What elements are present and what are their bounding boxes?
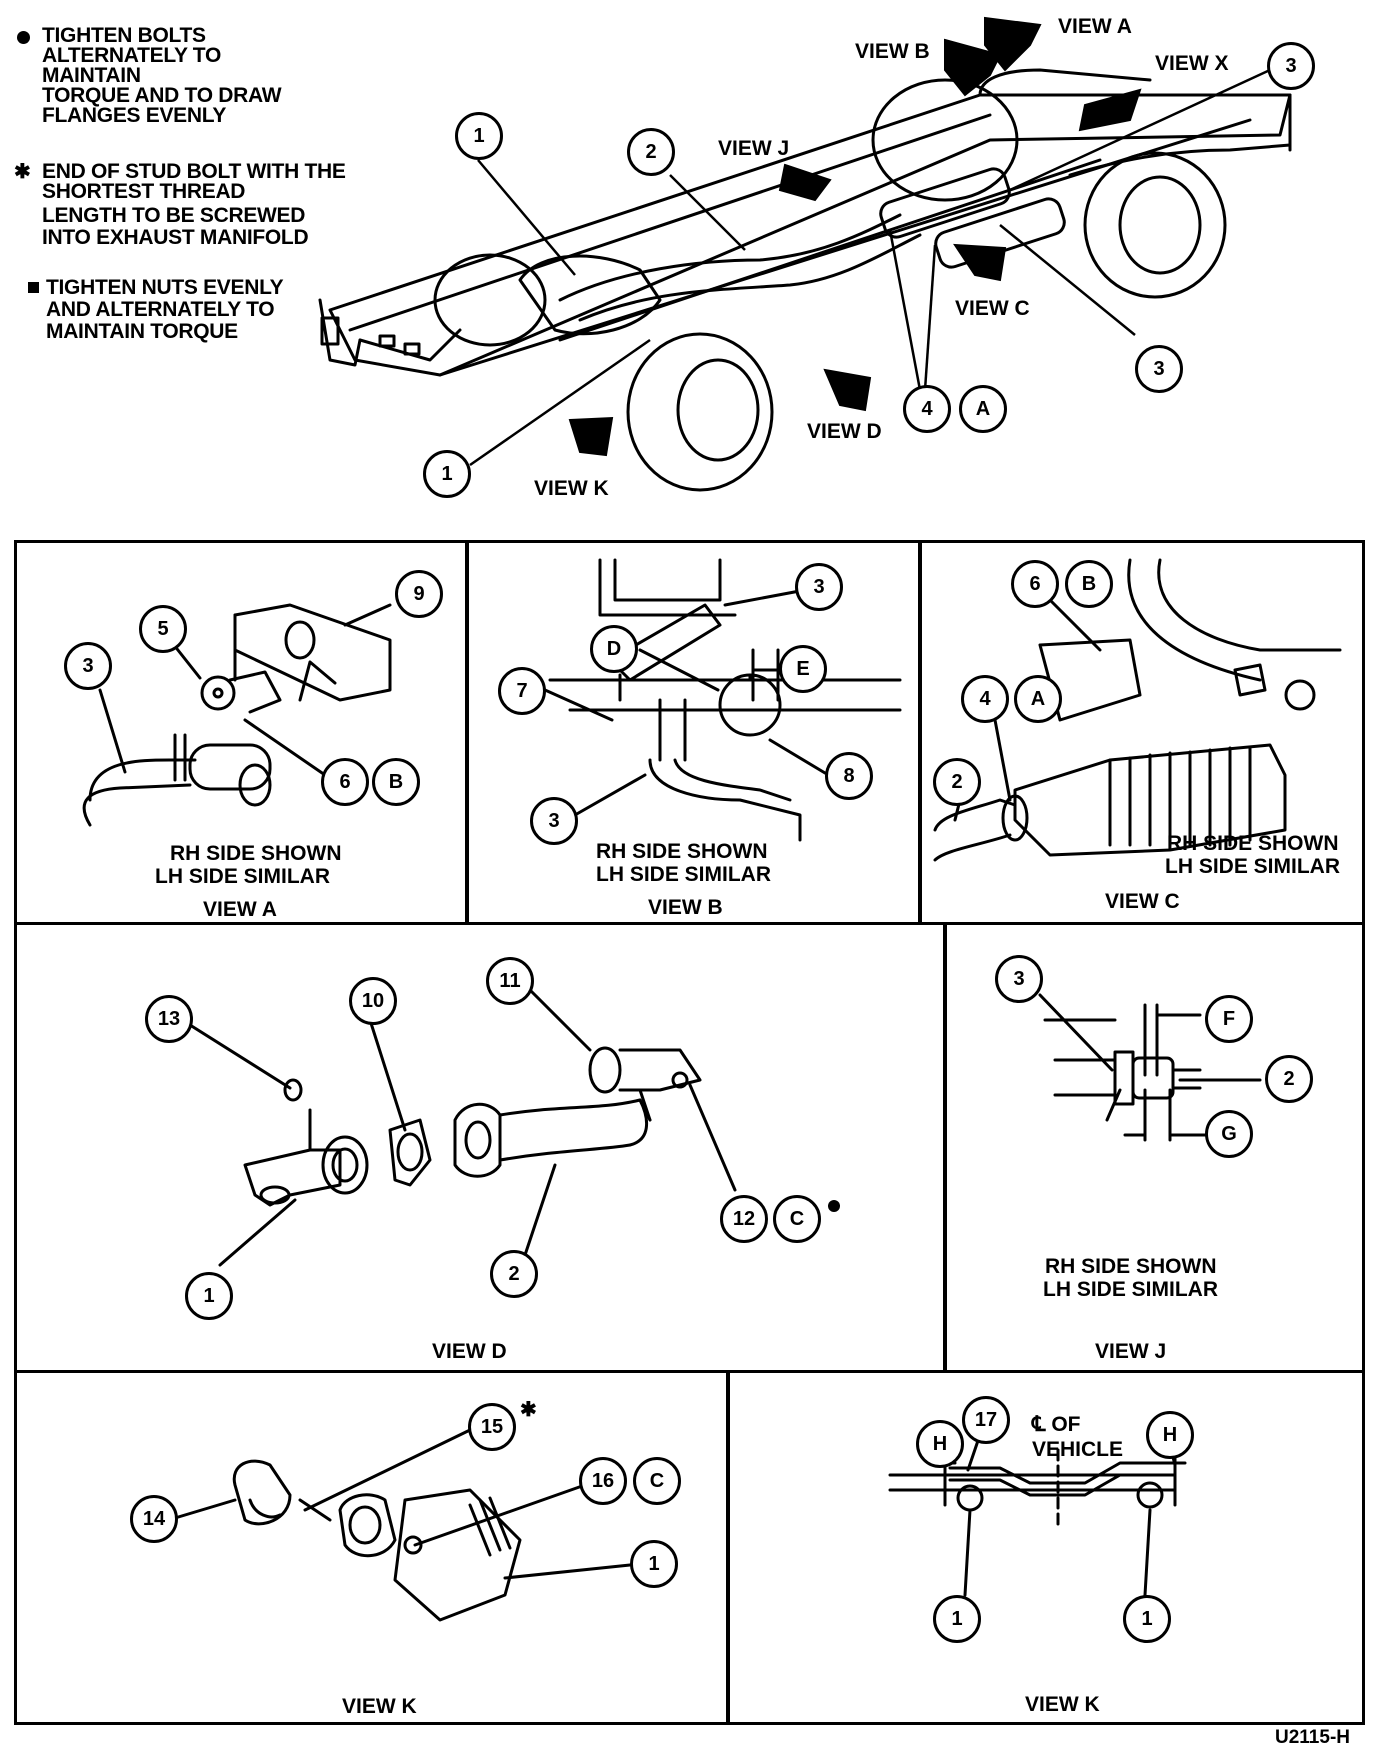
- note-3-line-1: TIGHTEN NUTS EVENLY: [46, 276, 284, 299]
- view-a-caption-line-1: RH SIDE SHOWN: [170, 842, 342, 865]
- view-c-caption-line-2: LH SIDE SIMILAR: [1165, 855, 1341, 878]
- view-k-right-callout-17: 17: [962, 1396, 1010, 1444]
- overview-view-x-label: VIEW X: [1155, 52, 1229, 75]
- view-k-left-title: VIEW K: [342, 1695, 417, 1718]
- note-2-line-4: INTO EXHAUST MANIFOLD: [42, 226, 309, 249]
- view-k-right-centerline-line-2: VEHICLE: [1032, 1438, 1124, 1461]
- view-d-callout-c: C: [773, 1195, 821, 1243]
- view-j-callout-f: F: [1205, 995, 1253, 1043]
- view-b-callout-3-top: 3: [795, 563, 843, 611]
- overview-callout-4: 4: [903, 385, 951, 433]
- view-k-left-callout-1: 1: [630, 1540, 678, 1588]
- view-b-callout-e: E: [779, 645, 827, 693]
- bullet-dot-icon: [17, 31, 30, 44]
- note-1-line-1: TIGHTEN BOLTS: [42, 24, 206, 47]
- view-c-callout-a: A: [1014, 675, 1062, 723]
- view-k-left-callout-14: 14: [130, 1495, 178, 1543]
- asterisk-icon: ✱: [14, 161, 31, 183]
- overview-callout-1-bottom: 1: [423, 450, 471, 498]
- view-a-callout-9: 9: [395, 570, 443, 618]
- note-3-line-3: MAINTAIN TORQUE: [46, 320, 238, 343]
- view-k-left-callout-16: 16: [579, 1457, 627, 1505]
- overview-view-k-label: VIEW K: [534, 477, 609, 500]
- view-d-title: VIEW D: [432, 1340, 507, 1363]
- panel-view-k-left: [14, 1370, 729, 1725]
- view-j-caption-line-2: LH SIDE SIMILAR: [1043, 1278, 1219, 1301]
- view-c-callout-b: B: [1065, 560, 1113, 608]
- chassis-overview-drawing: [318, 16, 1292, 492]
- view-k-right-callout-h-left: H: [916, 1420, 964, 1468]
- bullet-square-icon: [28, 282, 39, 293]
- view-c-callout-6: 6: [1011, 560, 1059, 608]
- view-a-title: VIEW A: [203, 898, 277, 921]
- view-a-callout-3: 3: [64, 642, 112, 690]
- view-c-callout-4: 4: [961, 675, 1009, 723]
- overview-view-a-label: VIEW A: [1058, 15, 1132, 38]
- view-j-title: VIEW J: [1095, 1340, 1167, 1363]
- view-d-callout-13: 13: [145, 995, 193, 1043]
- view-j-caption-line-1: RH SIDE SHOWN: [1045, 1255, 1217, 1278]
- view-c-callout-2: 2: [933, 758, 981, 806]
- overview-callout-2: 2: [627, 128, 675, 176]
- note-1-line-2: ALTERNATELY TO: [42, 44, 221, 67]
- overview-view-j-label: VIEW J: [718, 137, 790, 160]
- view-j-callout-g: G: [1205, 1110, 1253, 1158]
- view-c-caption-line-1: RH SIDE SHOWN: [1167, 832, 1339, 855]
- view-d-callout-10: 10: [349, 977, 397, 1025]
- view-a-callout-6: 6: [321, 758, 369, 806]
- view-b-callout-8: 8: [825, 752, 873, 800]
- note-2-line-2: SHORTEST THREAD: [42, 180, 246, 203]
- view-d-callout-12: 12: [720, 1195, 768, 1243]
- note-1-line-4: TORQUE AND TO DRAW: [42, 84, 282, 107]
- view-k-right-callout-1-left: 1: [933, 1595, 981, 1643]
- panel-view-d: [14, 922, 946, 1373]
- note-1-line-5: FLANGES EVENLY: [42, 104, 227, 127]
- note-2-line-3: LENGTH TO BE SCREWED: [42, 204, 306, 227]
- view-b-callout-d: D: [590, 625, 638, 673]
- view-k-right-centerline-line-1: ℄ OF: [1032, 1413, 1081, 1436]
- view-k-left-callout-c: C: [633, 1457, 681, 1505]
- view-k-right-callout-h-right: H: [1146, 1411, 1194, 1459]
- view-k-left-callout-15: 15: [468, 1403, 516, 1451]
- overview-view-d-label: VIEW D: [807, 420, 882, 443]
- panel-view-k-right: [727, 1370, 1365, 1725]
- overview-view-b-label: VIEW B: [855, 40, 930, 63]
- view-b-caption-line-1: RH SIDE SHOWN: [596, 840, 768, 863]
- overview-callout-3-top: 3: [1267, 42, 1315, 90]
- view-b-callout-7: 7: [498, 667, 546, 715]
- view-d-callout-2: 2: [490, 1250, 538, 1298]
- view-j-callout-2: 2: [1265, 1055, 1313, 1103]
- overview-callout-1-top: 1: [455, 112, 503, 160]
- note-1-line-3: MAINTAIN: [42, 64, 141, 87]
- view-k-right-callout-1-right: 1: [1123, 1595, 1171, 1643]
- view-a-callout-5: 5: [139, 605, 187, 653]
- view-d-bullet-dot-icon: [828, 1200, 840, 1212]
- note-3-line-2: AND ALTERNATELY TO: [46, 298, 275, 321]
- overview-callout-3-bottom: 3: [1135, 345, 1183, 393]
- note-2-line-1: END OF STUD BOLT WITH THE: [42, 160, 346, 183]
- view-a-callout-b: B: [372, 758, 420, 806]
- figure-id: U2115-H: [1275, 1727, 1350, 1748]
- view-b-title: VIEW B: [648, 896, 723, 919]
- view-c-title: VIEW C: [1105, 890, 1180, 913]
- view-k-right-title: VIEW K: [1025, 1693, 1100, 1716]
- view-d-callout-11: 11: [486, 957, 534, 1005]
- view-d-callout-1: 1: [185, 1272, 233, 1320]
- view-a-caption-line-2: LH SIDE SIMILAR: [155, 865, 331, 888]
- view-b-callout-3-bottom: 3: [530, 797, 578, 845]
- overview-view-c-label: VIEW C: [955, 297, 1030, 320]
- view-b-caption-line-2: LH SIDE SIMILAR: [596, 863, 772, 886]
- view-k-left-asterisk-icon: ✱: [520, 1399, 537, 1421]
- view-j-callout-3: 3: [995, 955, 1043, 1003]
- overview-callout-a: A: [959, 385, 1007, 433]
